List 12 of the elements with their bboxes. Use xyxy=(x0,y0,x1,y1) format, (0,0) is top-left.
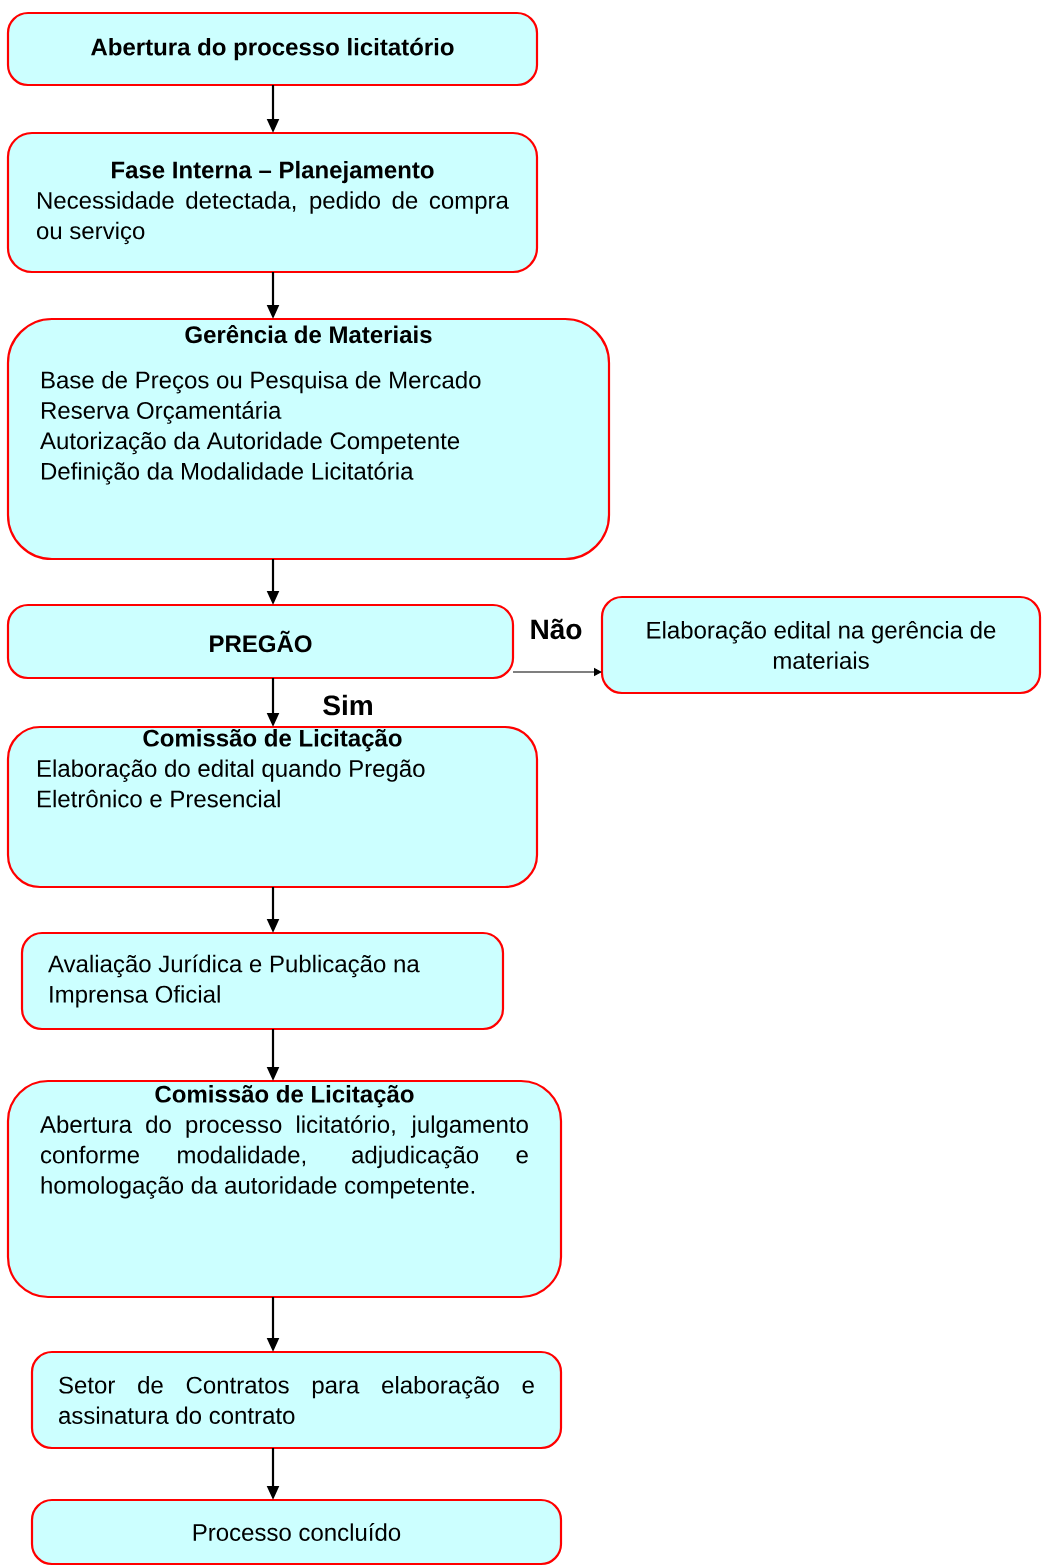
process-box: PREGÃO xyxy=(6,603,515,680)
process-box: Fase Interna – Planejamento Necessidade detectada, pedido de compra ou serviço xyxy=(6,131,539,274)
edge-label: Não xyxy=(531,618,582,640)
process-box: Gerência de Materiais Base de Preços ou Pesquisa de Mercado Reserva Orçamentária Autorização da Autoridade Competente Definição da Modalidade Licitatória xyxy=(6,317,611,561)
process-box: Elaboração edital na gerência de materiais xyxy=(600,595,1042,695)
edge-label: Sim xyxy=(323,694,372,716)
process-box: Comissão de Licitação Elaboração do edital quando Pregão Eletrônico e Presencial xyxy=(6,725,539,889)
process-box: Setor de Contratos para elaboração e assinatura do contrato xyxy=(30,1350,563,1450)
process-box: Abertura do processo licitatório xyxy=(6,11,539,87)
process-box: Avaliação Jurídica e Publicação na Imprensa Oficial xyxy=(20,931,505,1031)
process-box: Processo concluído xyxy=(30,1498,563,1566)
process-box: Comissão de Licitação Abertura do processo licitatório, julgamento conforme modalidade, adjudicação e homologação da autoridade competente. xyxy=(6,1079,563,1299)
